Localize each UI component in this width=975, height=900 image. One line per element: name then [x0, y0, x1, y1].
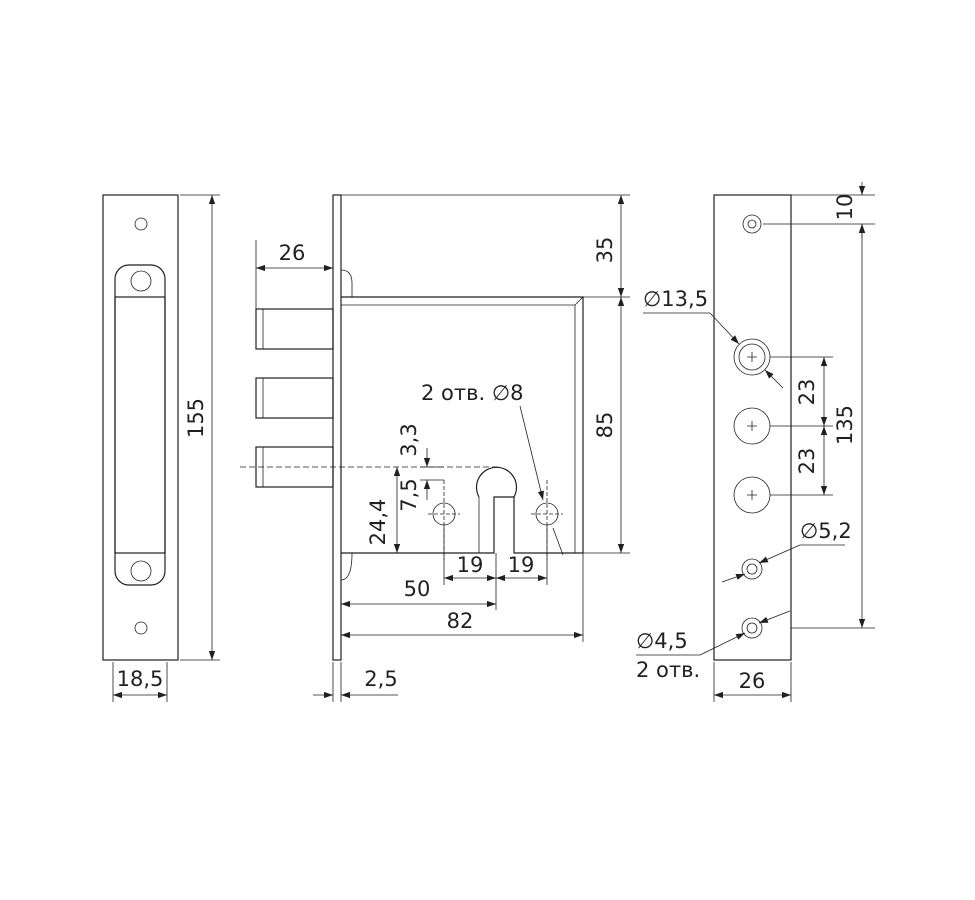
dim-24-4-label: 24,4	[366, 499, 390, 546]
holes-8-label: 2 отв. ∅8	[421, 381, 524, 405]
dim-19-left-label: 19	[457, 553, 484, 577]
side-view: 155 18,5	[102, 194, 220, 702]
faceplate-outline	[713, 194, 792, 661]
dim-85-label: 85	[593, 412, 617, 439]
keyhole	[475, 466, 518, 498]
side-top-hole	[134, 217, 148, 231]
screw-hole-2	[741, 617, 763, 639]
dim-23-bottom-label: 23	[795, 448, 819, 475]
dim-3-3-label: 3,3	[397, 423, 421, 456]
dim-10-label: 10	[833, 194, 857, 221]
bolt-2	[255, 377, 334, 419]
body-case-outline	[341, 296, 584, 554]
side-slot-body	[114, 296, 166, 554]
dim-4-5-label: ∅4,5	[636, 629, 688, 653]
dim-35-label: 35	[593, 237, 617, 264]
dim-19-right-label: 19	[508, 553, 535, 577]
body-faceplate	[332, 194, 342, 661]
dim-82-label: 82	[447, 609, 474, 633]
side-slot-top-circle	[130, 270, 152, 292]
side-plate-outline	[102, 194, 179, 661]
dim-2-5-label: 2,5	[364, 667, 397, 691]
dim-23-top-label: 23	[795, 379, 819, 406]
dim-50-label: 50	[404, 577, 431, 601]
side-bottom-hole	[134, 621, 148, 635]
screw-hole-1	[741, 558, 763, 580]
dim-5-2-label: ∅5,2	[800, 519, 852, 543]
side-slot-bottom-circle	[130, 560, 152, 582]
dim-26-bolt-label: 26	[279, 241, 306, 265]
faceplate-view: 10 135 23 23 ∅13,5 ∅5,2 ∅4,5 2 отв. 2	[636, 182, 875, 702]
hole-count-label: 2 отв.	[636, 658, 700, 682]
dim-18-5-label: 18,5	[117, 667, 164, 691]
faceplate-top-hole	[742, 214, 762, 234]
dim-155-label: 155	[184, 398, 208, 438]
bolt-1	[255, 308, 334, 350]
dim-135-label: 135	[833, 405, 857, 445]
dim-7-5-label: 7,5	[397, 478, 421, 511]
side-slot-outline	[114, 264, 166, 586]
dim-13-5-label: ∅13,5	[643, 287, 708, 311]
dim-26-faceplate-label: 26	[739, 669, 766, 693]
body-view: 26 35 85 2 отв. ∅8 3,3 7,5 24,4 19 19	[240, 194, 630, 702]
